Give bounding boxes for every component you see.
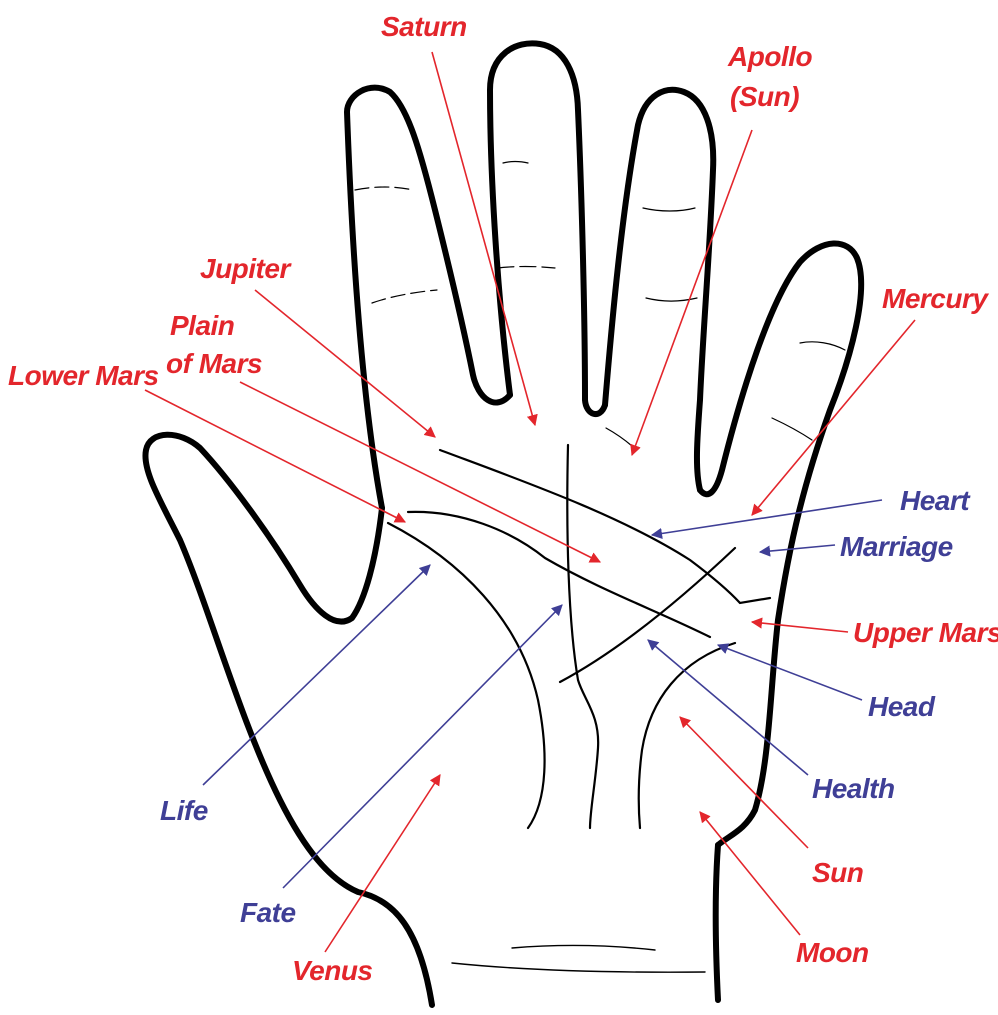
head-arrow — [718, 645, 862, 700]
label-upper-mars: Upper Mars — [853, 617, 998, 648]
health-arrow — [648, 640, 808, 775]
palm-edge-outline — [716, 845, 718, 1000]
label-sun: Sun — [812, 857, 863, 888]
life-arrow — [203, 565, 430, 785]
label-life: Life — [160, 795, 208, 826]
saturn-arrow — [432, 52, 535, 425]
fate-arrow — [283, 605, 562, 888]
label-health: Health — [812, 773, 895, 804]
label-head: Head — [868, 691, 936, 722]
palm-lines — [388, 445, 770, 828]
upper-mars-arrow — [752, 622, 848, 632]
apollo-arrow — [632, 130, 752, 455]
index-finger-outline — [347, 88, 510, 508]
label-plain-line2: of Mars — [166, 348, 262, 379]
label-venus: Venus — [292, 955, 373, 986]
label-moon: Moon — [796, 937, 869, 968]
label-apollo-line2: (Sun) — [730, 81, 799, 112]
jupiter-arrow — [255, 290, 435, 437]
venus-arrow — [325, 775, 440, 952]
little-finger-outline — [700, 243, 861, 845]
hand-outline — [145, 43, 861, 1005]
label-marriage: Marriage — [840, 531, 953, 562]
ring-finger-outline — [605, 90, 713, 490]
label-mercury: Mercury — [882, 283, 989, 314]
mercury-arrow — [752, 320, 915, 515]
label-heart: Heart — [900, 485, 971, 516]
label-apollo-line1: Apollo — [727, 41, 812, 72]
sun-line — [639, 643, 735, 828]
wrist-creases — [452, 946, 705, 973]
plain-of-mars-arrow — [240, 382, 600, 562]
label-plain-line1: Plain — [170, 310, 234, 341]
label-fate: Fate — [240, 897, 296, 928]
finger-creases — [355, 162, 845, 447]
marriage-arrow — [760, 545, 835, 552]
label-jupiter: Jupiter — [200, 253, 292, 284]
label-lower-mars: Lower Mars — [8, 360, 159, 391]
health-line — [560, 548, 735, 682]
fate-line — [567, 445, 598, 828]
head-line — [408, 512, 710, 637]
label-saturn: Saturn — [381, 11, 467, 42]
heart-arrow — [652, 500, 882, 535]
middle-finger-outline — [490, 43, 605, 414]
life-line — [388, 523, 545, 828]
